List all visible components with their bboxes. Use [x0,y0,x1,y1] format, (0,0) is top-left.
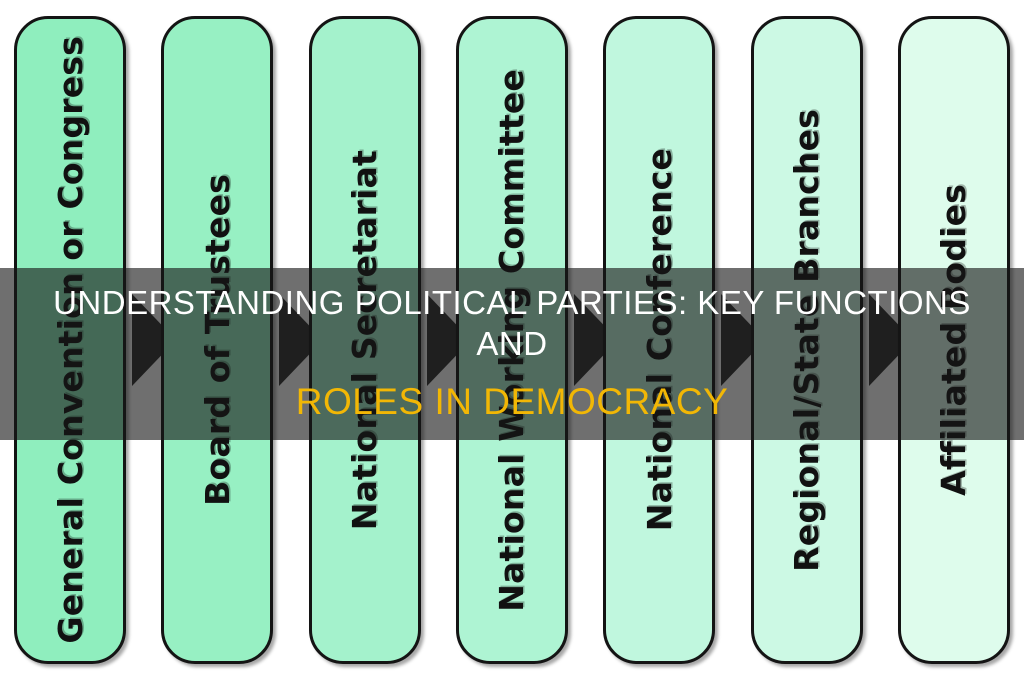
banner-headline-secondary: ROLES IN DEMOCRACY [295,380,729,422]
title-banner-overlay: UNDERSTANDING POLITICAL PARTIES: KEY FUN… [0,268,1024,440]
banner-headline-primary: UNDERSTANDING POLITICAL PARTIES: KEY FUN… [53,284,971,363]
